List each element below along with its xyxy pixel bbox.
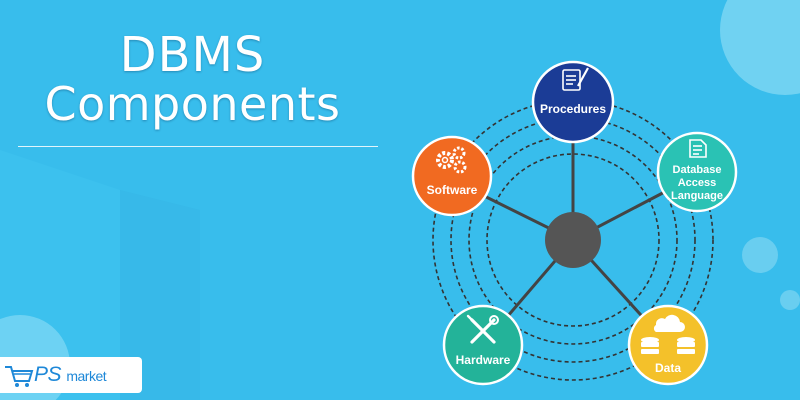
bg-bubble-right-small xyxy=(780,290,800,310)
node-data: Data xyxy=(627,304,709,386)
node-hardware-circle xyxy=(442,304,524,386)
node-software-label: Software xyxy=(427,183,478,197)
node-database-access-language: Database Access Language xyxy=(656,131,738,213)
node-data-label: Data xyxy=(655,361,681,375)
page-title: DBMS Components xyxy=(0,30,385,129)
logo-text: PS market xyxy=(34,363,107,387)
node-dal-label-line-3: Language xyxy=(671,190,723,202)
ring-inner xyxy=(486,153,660,327)
title-line-1: DBMS xyxy=(119,27,266,83)
gears-icon xyxy=(436,146,467,174)
document-pen-icon xyxy=(562,67,589,91)
bg-panel-left-2 xyxy=(120,190,200,400)
node-procedures-label: Procedures xyxy=(540,102,606,116)
hub-circle xyxy=(545,212,601,268)
logo-brand: PS xyxy=(34,363,62,386)
node-dal-label-line-2: Access xyxy=(678,177,717,189)
tools-icon xyxy=(466,314,499,344)
node-dal-label-line-1: Database xyxy=(673,164,722,176)
node-hardware: Hardware xyxy=(442,304,524,386)
title-line-2: Components xyxy=(44,77,341,132)
node-software: Software xyxy=(411,135,493,217)
ring-2 xyxy=(468,135,678,345)
document-icon xyxy=(689,139,707,158)
node-hardware-label: Hardware xyxy=(456,353,511,367)
node-procedures: Procedures xyxy=(531,60,615,144)
logo-suffix: market xyxy=(66,368,107,384)
bg-bubble-top-right xyxy=(720,0,800,95)
cart-logo-icon xyxy=(5,366,34,387)
bg-bubble-right xyxy=(742,237,778,273)
node-data-circle xyxy=(627,304,709,386)
node-database-access-language-circle xyxy=(656,131,738,213)
ps-market-logo: PS market xyxy=(0,357,142,393)
node-software-circle xyxy=(411,135,493,217)
node-procedures-circle xyxy=(531,60,615,144)
database-cloud-icon xyxy=(641,314,695,354)
title-underline xyxy=(18,146,378,147)
